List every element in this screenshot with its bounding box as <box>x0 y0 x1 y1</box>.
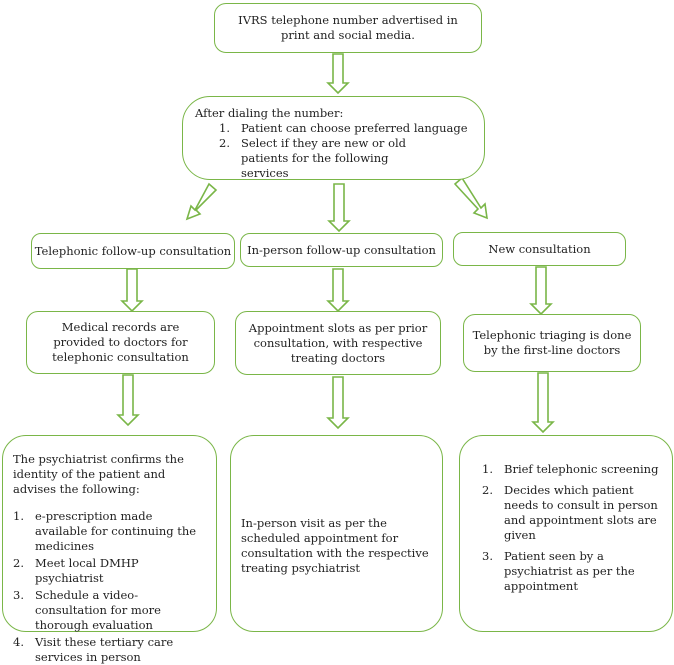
inperson-detail-text: In-person visit as per the scheduled app… <box>241 516 429 575</box>
dial-list: 1.Patient can choose preferred language … <box>219 121 472 181</box>
telephonic-header: Telephonic follow-up consultation <box>31 233 235 269</box>
inperson-step: Appointment slots as per prior consultat… <box>235 311 441 375</box>
arrow-top-to-dial <box>326 53 350 95</box>
inperson-step-text: Appointment slots as per prior consultat… <box>248 320 428 365</box>
arrow-dial-to-telephonic <box>185 182 218 221</box>
new-detail-item: 2.Decides which patient needs to consult… <box>482 483 658 542</box>
dial-intro: After dialing the number: <box>195 106 344 120</box>
inperson-header-label: In-person follow-up consultation <box>247 242 436 257</box>
arrow-new-step-to-detail <box>531 372 555 434</box>
new-detail-item: 3.Patient seen by a psychiatrist as per … <box>482 549 635 593</box>
telephonic-detail-item: 4.Visit these tertiary care services in … <box>13 635 174 664</box>
new-step: Telephonic triaging is done by the first… <box>463 314 641 372</box>
arrow-new-header-to-step <box>529 266 553 316</box>
new-detail: 1.Brief telephonic screening 2.Decides w… <box>459 435 673 632</box>
inperson-detail: In-person visit as per the scheduled app… <box>230 435 443 632</box>
telephonic-step: Medical records are provided to doctors … <box>26 311 215 374</box>
new-detail-list: 1.Brief telephonic screening 2.Decides w… <box>482 462 662 594</box>
arrow-dial-to-new <box>453 176 488 220</box>
flow-arrows <box>116 53 555 434</box>
telephonic-step-text: Medical records are provided to doctors … <box>52 320 189 364</box>
arrow-dial-to-inperson <box>327 183 351 233</box>
new-header-label: New consultation <box>488 241 591 256</box>
telephonic-detail-intro: The psychiatrist confirms the identity o… <box>13 452 184 496</box>
new-step-text: Telephonic triaging is done by the first… <box>472 328 632 357</box>
dial-item: 1.Patient can choose preferred language <box>219 121 468 135</box>
telephonic-header-label: Telephonic follow-up consultation <box>34 243 232 258</box>
inperson-header: In-person follow-up consultation <box>240 233 443 267</box>
arrow-telephonic-step-to-detail <box>116 374 140 427</box>
ivrs-text: IVRS telephone number advertised in prin… <box>238 13 458 42</box>
dial-box: After dialing the number: 1.Patient can … <box>182 96 485 180</box>
dial-item: 2.Select if they are new or old patients… <box>219 136 407 180</box>
arrow-inperson-step-to-detail <box>326 376 350 430</box>
telephonic-detail-list: 1.e-prescription made available for cont… <box>13 509 208 665</box>
ivrs-box: IVRS telephone number advertised in prin… <box>214 3 482 53</box>
new-header: New consultation <box>453 232 626 266</box>
telephonic-detail-item: 1.e-prescription made available for cont… <box>13 509 197 553</box>
telephonic-detail-item: 3.Schedule a video-consultation for more… <box>13 588 161 632</box>
telephonic-detail-item: 2.Meet local DMHP psychiatrist <box>13 556 139 585</box>
arrow-telephonic-header-to-step <box>120 268 144 313</box>
new-detail-item: 1.Brief telephonic screening <box>482 462 659 476</box>
arrow-inperson-header-to-step <box>326 268 350 313</box>
telephonic-detail: The psychiatrist confirms the identity o… <box>2 435 217 664</box>
